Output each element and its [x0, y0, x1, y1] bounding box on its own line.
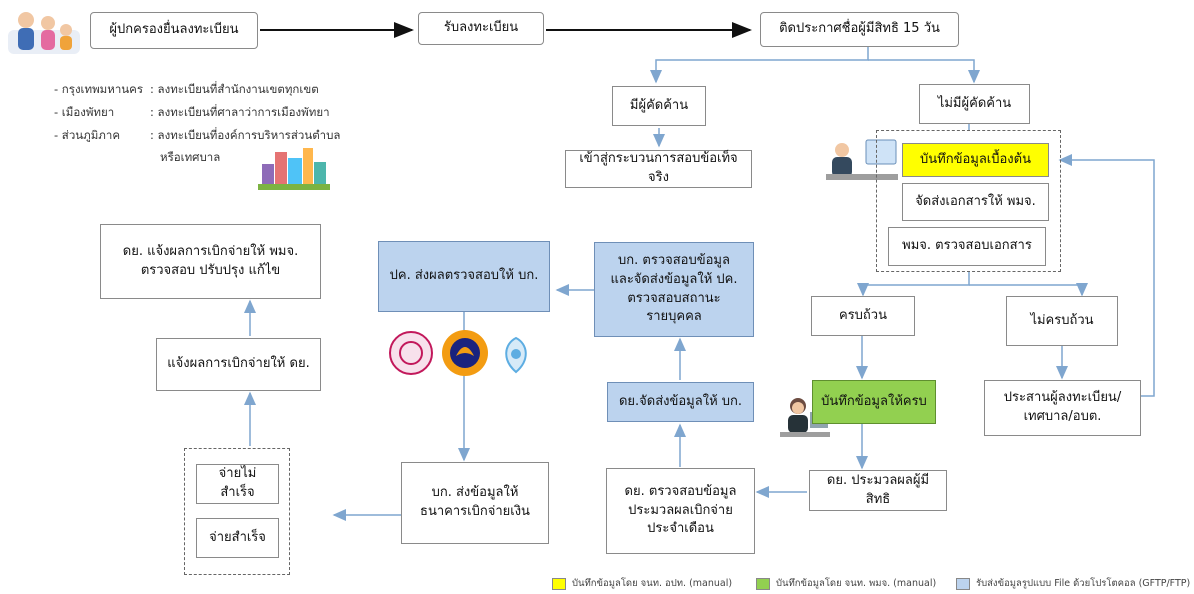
node-no-objection: ไม่มีผู้คัดค้าน: [919, 84, 1030, 124]
arrow-to-complete: [857, 272, 970, 297]
location-place: : ลงทะเบียนที่สำนักงานเขตทุกเขต: [150, 82, 319, 96]
node-send-docs: จัดส่งเอกสารให้ พมจ.: [902, 183, 1049, 221]
node-accept-register: รับลงทะเบียน: [418, 12, 544, 45]
legend-item-yellow: บันทึกข้อมูลโดย จนท. อปท. (manual): [552, 576, 732, 591]
legend-label: บันทึกข้อมูลโดย จนท. พมจ. (manual): [776, 578, 937, 589]
location-area: - ส่วนภูมิภาค: [54, 128, 121, 142]
node-has-objection: มีผู้คัดค้าน: [612, 86, 706, 126]
arrow-to-no-objection: [868, 59, 980, 84]
node-check-docs: พมจ. ตรวจสอบเอกสาร: [888, 227, 1046, 266]
ministry-seal-icon: [388, 330, 434, 376]
arrow-to-incomplete: [969, 283, 1088, 297]
node-incomplete: ไม่ครบถ้วน: [1006, 296, 1118, 346]
node-send-to-comptroller: ดย.จัดส่งข้อมูลให้ บก.: [607, 382, 754, 422]
legend-swatch: [552, 577, 566, 590]
payment-result-group: [184, 448, 290, 575]
location-area: - กรุงเทพมหานคร: [54, 82, 144, 96]
node-pay-fail: จ่ายไม่สำเร็จ: [196, 464, 279, 504]
node-coordinate: ประสานผู้ลงทะเบียน/ เทศบาล/อบต.: [984, 380, 1141, 436]
arrow-to-has-objection: [650, 47, 869, 84]
node-notify-dy: แจ้งผลการเบิกจ่ายให้ ดย.: [156, 338, 321, 391]
legend-swatch: [756, 577, 770, 590]
legend-swatch: [956, 577, 970, 590]
node-fact-finding: เข้าสู่กระบวนการสอบข้อเท็จจริง: [565, 150, 752, 188]
node-monthly-check: ดย. ตรวจสอบข้อมูล ประมวลผลเบิกจ่าย ประจำ…: [606, 468, 755, 554]
location-place: : ลงทะเบียนที่ศาลาว่าการเมืองพัทยา: [150, 105, 330, 119]
node-record-initial: บันทึกข้อมูลเบื้องต้น: [902, 143, 1049, 177]
family-icon: [6, 6, 82, 56]
city-buildings-icon: [258, 146, 330, 190]
department-seal-icon: [440, 328, 490, 378]
node-complete: ครบถ้วน: [811, 296, 915, 336]
legend-label: รับส่งข้อมูลรูปแบบ File ด้วยโปรโตคอล (GF…: [976, 578, 1191, 589]
node-record-complete: บันทึกข้อมูลให้ครบ: [812, 380, 936, 424]
node-bank-send: บก. ส่งข้อมูลให้ ธนาคารเบิกจ่ายเงิน: [401, 462, 549, 544]
initial-record-group: [876, 130, 1061, 272]
arrow-coordinate-back-to-record-initial: [1058, 154, 1155, 397]
legend-item-blue: รับส่งข้อมูลรูปแบบ File ด้วยโปรโตคอล (GF…: [956, 576, 1190, 591]
comptroller-logo-icon: [496, 334, 536, 376]
node-pk-send-result: ปค. ส่งผลตรวจสอบให้ บก.: [378, 241, 550, 312]
location-area: - เมืองพัทยา: [54, 105, 115, 119]
node-announce: ติดประกาศชื่อผู้มีสิทธิ 15 วัน: [760, 12, 959, 47]
officer-computer-icon: [826, 138, 898, 182]
node-process-eligible: ดย. ประมวลผลผู้มีสิทธิ: [809, 470, 947, 511]
legend-item-green: บันทึกข้อมูลโดย จนท. พมจ. (manual): [756, 576, 936, 591]
location-place: : ลงทะเบียนที่องค์การบริหารส่วนตำบล: [150, 128, 341, 142]
node-notify-pmj: ดย. แจ้งผลการเบิกจ่ายให้ พมจ. ตรวจสอบ ปร…: [100, 224, 321, 299]
location-place: หรือเทศบาล: [160, 150, 221, 164]
legend-label: บันทึกข้อมูลโดย จนท. อปท. (manual): [572, 578, 733, 589]
node-comptroller-check: บก. ตรวจสอบข้อมูล และจัดส่งข้อมูลให้ ปค.…: [594, 242, 754, 337]
node-pay-success: จ่ายสำเร็จ: [196, 518, 279, 558]
node-parent-register: ผู้ปกครองยื่นลงทะเบียน: [90, 12, 258, 49]
